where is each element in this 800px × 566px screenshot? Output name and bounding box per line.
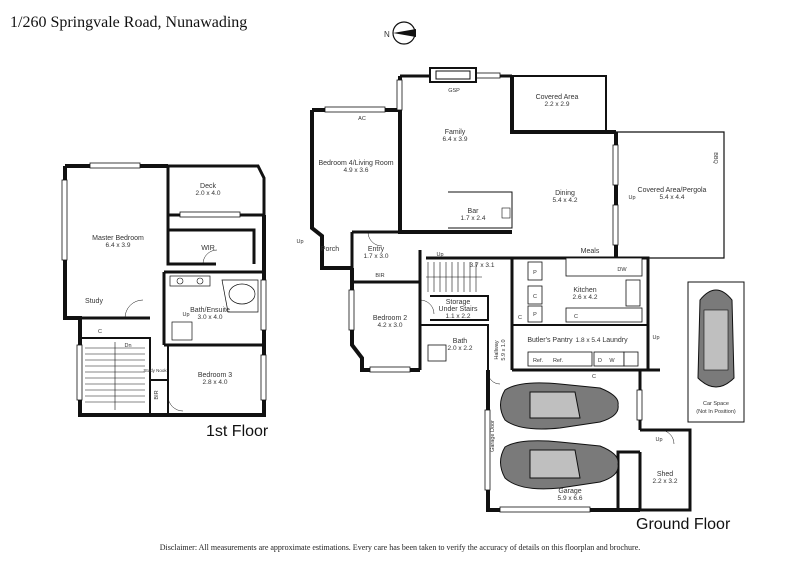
ground-floor-doors (367, 231, 675, 445)
garage-dim: 5.9 x 6.6 (558, 495, 583, 502)
up-label-dining: Up (628, 195, 635, 201)
porch-label: Porch (321, 246, 339, 253)
ground-bir-label: BIR (375, 273, 384, 279)
compass-north-label: N (384, 30, 390, 39)
master-bedroom-dim: 6.4 x 3.9 (106, 242, 131, 249)
first-floor-doors (124, 249, 218, 412)
fireplace-icon (429, 67, 477, 83)
kitchen-fixtures (427, 257, 643, 367)
storage-label: Storage (446, 299, 471, 306)
cupboard-c1-label: C (533, 294, 537, 300)
master-bedroom-label: Master Bedroom (92, 235, 144, 242)
up-label-garage: Up (655, 437, 662, 443)
meals-label: Meals (581, 248, 600, 255)
garage-cars (500, 382, 619, 490)
ground-floor-stairs (426, 262, 482, 292)
deck-dim: 2.0 x 4.0 (196, 190, 221, 197)
hall-dim: 3.7 x 3.1 (470, 262, 495, 269)
deck-label: Deck (200, 183, 216, 190)
hallway-dim: 5.9 x 1.0 (501, 339, 507, 360)
first-up-label: Up (182, 312, 189, 318)
dw-label: DW (617, 267, 627, 273)
compass-icon: N (384, 21, 416, 45)
butlers-pantry-dim: 1.8 x 5.4 (576, 337, 601, 344)
cupboard-c3-label: C (574, 314, 578, 320)
ensuite-label: Bath/Ensuite (190, 307, 230, 314)
study-nook-label: Study Nook (143, 368, 167, 373)
washer-label: W (609, 358, 615, 364)
storage-dim: 1.1 x 2.2 (446, 313, 471, 320)
bedroom2-label: Bedroom 2 (373, 315, 407, 322)
bedroom4-dim: 4.9 x 3.6 (344, 167, 369, 174)
car-space-note: (Not In Position) (696, 409, 736, 415)
covered-area-dim: 2.2 x 2.9 (545, 101, 570, 108)
kitchen-dim: 2.6 x 4.2 (573, 294, 598, 301)
ensuite-dim: 3.0 x 4.0 (198, 314, 223, 321)
study-label: Study (85, 298, 103, 305)
bath-label: Bath (453, 338, 468, 345)
butlers-pantry-label: Butler's Pantry (527, 337, 573, 344)
covered-area-label: Covered Area (536, 94, 579, 101)
garage-label: Garage (558, 488, 581, 495)
first-c-label: C (98, 329, 102, 335)
first-floor-stairs (85, 342, 145, 410)
ac-label: AC (358, 116, 366, 122)
kitchen-label: Kitchen (573, 287, 596, 294)
disclaimer-text: Disclaimer: All measurements are approxi… (159, 543, 641, 552)
bar-label: Bar (468, 208, 480, 215)
bedroom4-label: Bedroom 4/Living Room (318, 160, 393, 167)
cupboard-c2-label: C (518, 315, 522, 321)
family-label: Family (445, 129, 466, 136)
dining-dim: 5.4 x 4.2 (553, 197, 578, 204)
cupboard-c4-label: C (592, 374, 596, 380)
entry-dim: 1.7 x 3.0 (364, 253, 389, 260)
laundry-label: Laundry (602, 337, 628, 344)
bar-counter (448, 191, 513, 229)
bedroom3-dim: 2.8 x 4.0 (203, 379, 228, 386)
property-title: 1/260 Springvale Road, Nunawading (10, 14, 248, 31)
ref2-label: Ref. (553, 358, 564, 364)
first-bir-label: BIR (154, 390, 160, 399)
pantry-p2-label: P (533, 312, 537, 318)
pergola-dim: 5.4 x 4.4 (660, 194, 685, 201)
shed-dim: 2.2 x 3.2 (653, 478, 678, 485)
bath-dim: 2.0 x 2.2 (448, 345, 473, 352)
up-label-porch: Up (296, 239, 303, 245)
first-floor-windows (61, 162, 267, 401)
storage-label-2: Under Stairs (439, 306, 478, 313)
ground-floor-windows (324, 72, 643, 513)
ground-floor-heading: Ground Floor (636, 516, 731, 533)
pergola-label: Covered Area/Pergola (638, 187, 707, 194)
entry-label: Entry (368, 246, 385, 253)
first-dn-label: Dn (124, 343, 131, 349)
pantry-p1-label: P (533, 270, 537, 276)
gsp-label: GSP (448, 88, 460, 94)
up-label-laundry: Up (652, 335, 659, 341)
family-dim: 6.4 x 3.9 (443, 136, 468, 143)
wir-label: WIR (201, 245, 215, 252)
bar-dim: 1.7 x 2.4 (461, 215, 486, 222)
hallway-label: Hallway (494, 340, 500, 360)
garage-door-label: Garage Door (490, 420, 496, 452)
ensuite-fixtures (169, 275, 259, 341)
shed-label: Shed (657, 471, 673, 478)
dryer-label: D (598, 358, 602, 364)
bedroom3-label: Bedroom 3 (198, 372, 232, 379)
bbq-label: BBQ (712, 152, 718, 164)
ref1-label: Ref. (533, 358, 544, 364)
car-space-label: Car Space (703, 401, 729, 407)
dining-label: Dining (555, 190, 575, 197)
car-space (687, 281, 745, 423)
first-floor-heading: 1st Floor (206, 423, 269, 440)
bedroom2-dim: 4.2 x 3.0 (378, 322, 403, 329)
up-label-stairs: Up (436, 252, 443, 258)
